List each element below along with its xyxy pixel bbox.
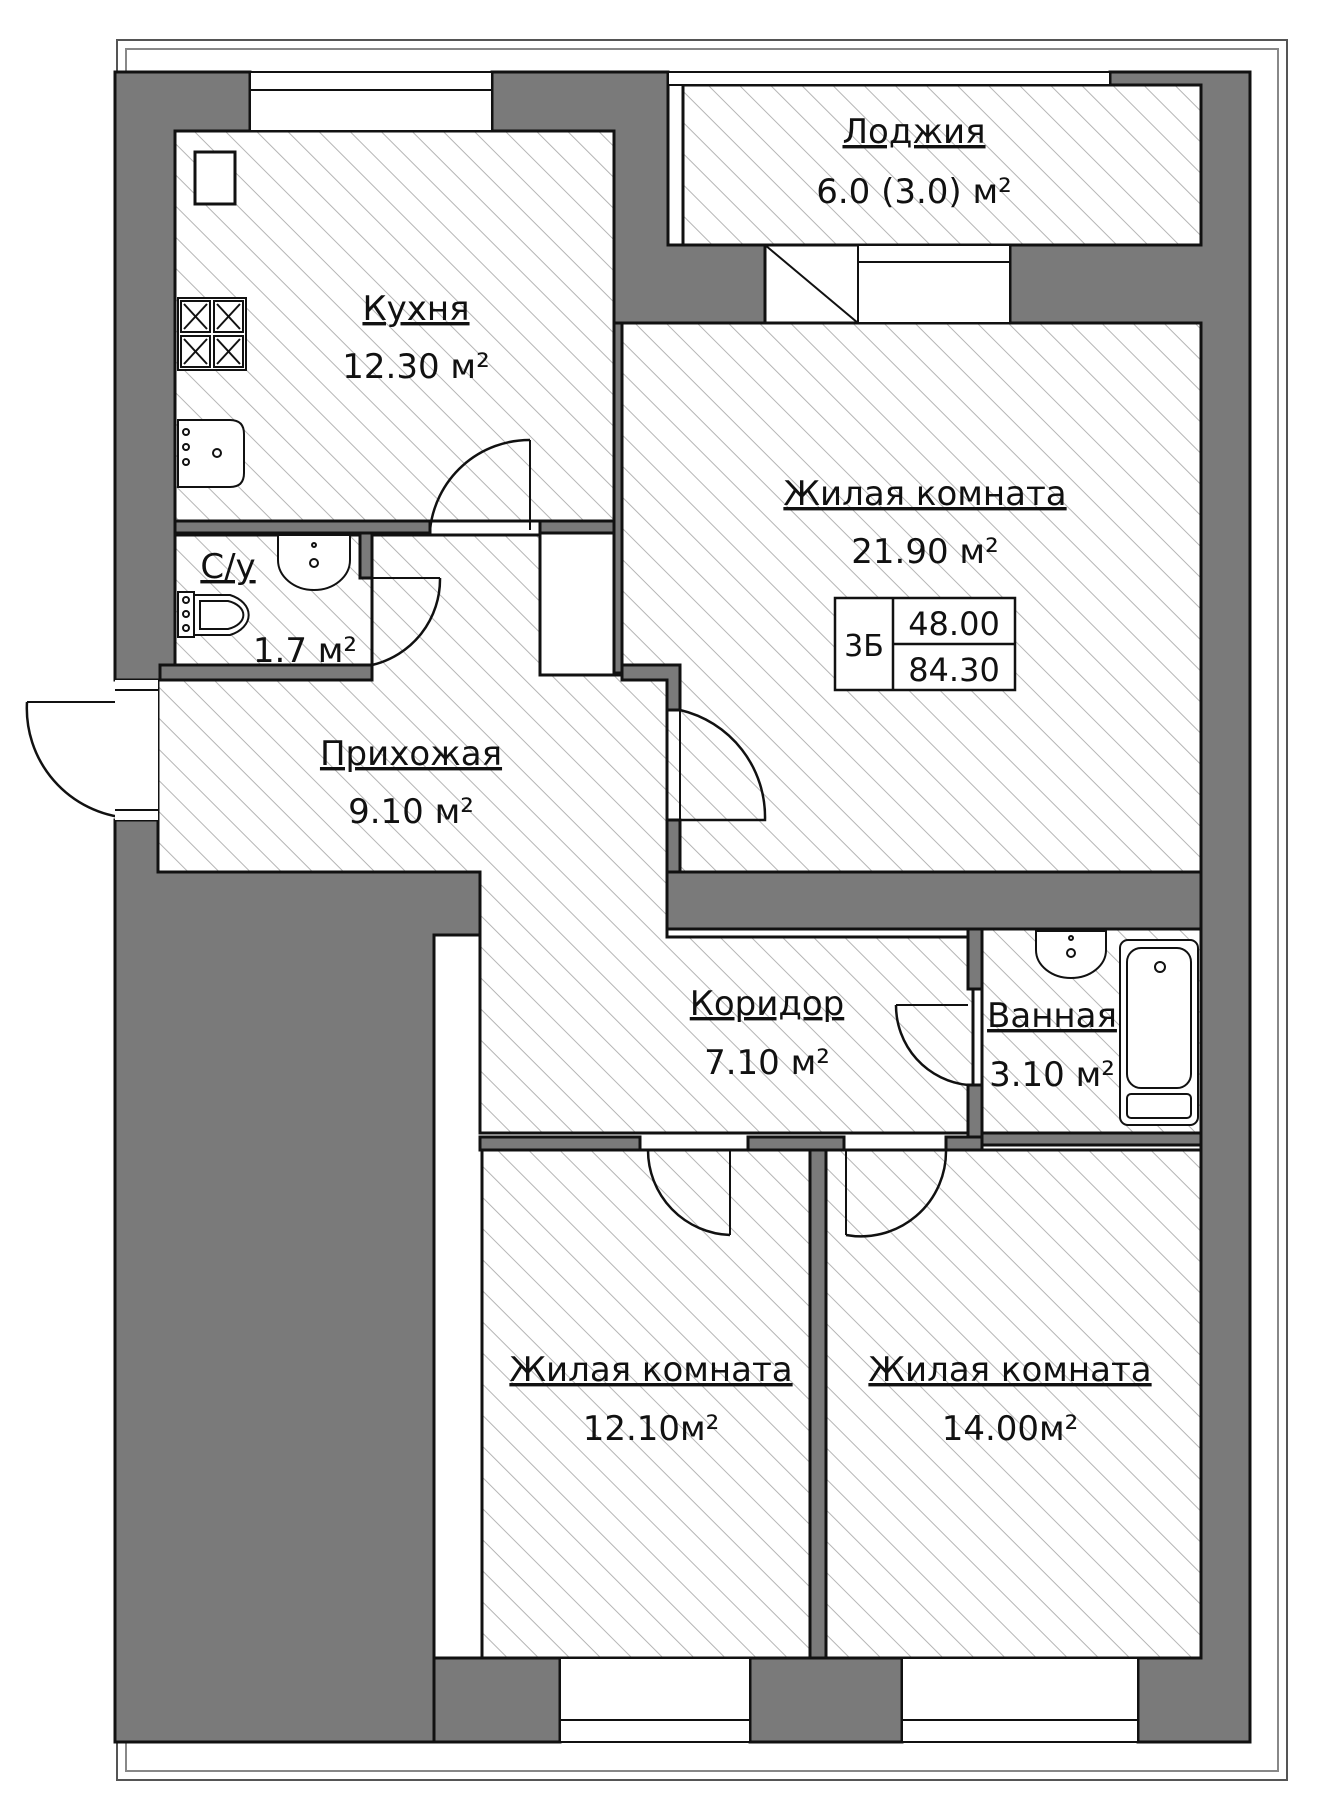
- wall-corridor-mid: [746, 1135, 846, 1152]
- wall-wc-right: [358, 531, 374, 580]
- wall-bath-left-top: [966, 927, 984, 991]
- vent-shaft-icon: [193, 150, 237, 206]
- wall-left-lower: [113, 818, 482, 1744]
- bathroom-sink-icon: [1035, 930, 1107, 979]
- fixtures: [177, 150, 1199, 1126]
- kitchen-sink-icon: [177, 419, 245, 488]
- wc-area: 1.7 м²: [253, 631, 357, 671]
- kitchen-area: 12.30 м²: [342, 347, 489, 387]
- wall-corridor-room2: [478, 1135, 642, 1152]
- interior-doors: [371, 438, 969, 1238]
- wc-name: С/у: [200, 547, 255, 587]
- window-living-3: [901, 1657, 1139, 1743]
- living-area-total: 48.00: [908, 605, 1000, 643]
- loggia-name: Лоджия: [842, 112, 985, 152]
- wall-room-divider: [808, 1148, 828, 1660]
- total-area: 84.30: [908, 651, 1000, 689]
- walls: [113, 70, 1252, 1744]
- wall-corridor-room3: [944, 1135, 984, 1152]
- wall-living-door-stub: [665, 818, 682, 874]
- wall-kitchen-wc: [173, 519, 432, 535]
- living-room-3-name: Жилая комната: [868, 1350, 1151, 1390]
- wall-bath-bottom: [980, 1131, 1203, 1147]
- wall-bottom-middle: [748, 1656, 904, 1744]
- wall-kitchen-living: [612, 321, 624, 675]
- room-labels: Лоджия 6.0 (3.0) м² Кухня 12.30 м² Жилая…: [200, 112, 1151, 1449]
- window-living-2: [559, 1657, 751, 1743]
- entrance-door: [25, 680, 158, 820]
- wall-wc-hall: [158, 663, 374, 682]
- living-room-3-floor: [824, 1148, 1203, 1660]
- wall-living-bottom: [665, 870, 1203, 931]
- stove-icon: [177, 297, 247, 371]
- window-living-1: [857, 244, 1011, 324]
- wc-sink-icon: [277, 534, 351, 591]
- living-room-3-area: 14.00м²: [942, 1409, 1079, 1449]
- loggia-floor: [681, 83, 1203, 247]
- window-kitchen: [249, 71, 493, 132]
- living-room-2-name: Жилая комната: [509, 1350, 792, 1390]
- bathtub-icon: [1119, 939, 1199, 1126]
- corridor-name: Коридор: [690, 984, 845, 1024]
- bathroom-area: 3.10 м²: [989, 1055, 1115, 1095]
- corridor-area: 7.10 м²: [704, 1043, 830, 1083]
- hall-area: 9.10 м²: [348, 792, 474, 832]
- hall-name: Прихожая: [320, 734, 502, 774]
- kitchen-name: Кухня: [362, 289, 469, 329]
- living-room-2-floor: [480, 1148, 812, 1660]
- living-room-1-name: Жилая комната: [783, 474, 1066, 514]
- window-loggia: [667, 71, 1111, 86]
- toilet-icon: [177, 591, 250, 638]
- apartment-type: 3Б: [844, 629, 884, 664]
- area-summary-box: 3Б 48.00 84.30: [833, 596, 1017, 692]
- windows: [249, 71, 1139, 1743]
- living-room-2-area: 12.10м²: [583, 1409, 720, 1449]
- wall-bottom-left: [432, 1656, 562, 1744]
- wall-kitchen-hall-right: [538, 519, 616, 535]
- wall-hall-living-jog: [620, 663, 682, 712]
- bathroom-name: Ванная: [987, 996, 1117, 1036]
- loggia-area: 6.0 (3.0) м²: [816, 172, 1012, 212]
- living-room-1-area: 21.90 м²: [851, 532, 998, 572]
